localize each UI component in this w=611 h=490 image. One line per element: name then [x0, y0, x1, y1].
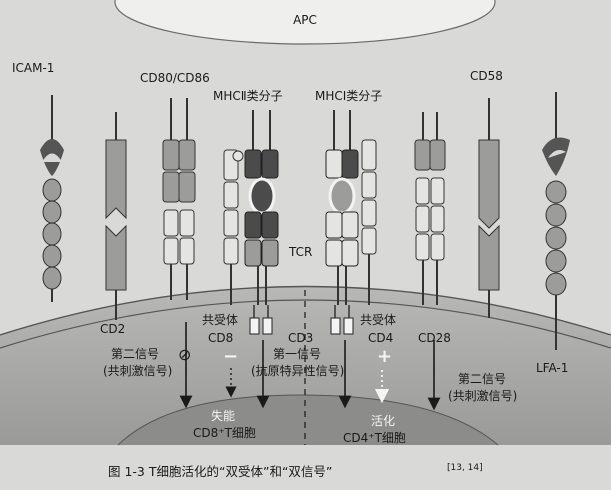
icam1-molecule [40, 95, 64, 302]
apc-label: APC [293, 13, 317, 27]
mhc1-tcr-complex [325, 110, 359, 335]
cd2-label: CD2 [100, 322, 125, 336]
cd80-cd86-molecule [162, 98, 196, 300]
t-cell [0, 285, 611, 446]
activation-label: 活化 [371, 414, 395, 428]
signal2-right-line1: 第二信号 [458, 372, 506, 386]
signal2-right-line2: (共刺激信号) [448, 389, 517, 403]
mhc2-tcr-complex [244, 110, 279, 335]
plus-symbol: + [377, 346, 392, 367]
figure-caption: 图 1-3 T细胞活化的“双受体”和“双信号” [108, 464, 332, 479]
minus-symbol: − [223, 346, 238, 367]
cd8-molecule [223, 149, 244, 305]
signal2-left-line1: 第二信号 [111, 347, 159, 361]
figure-caption-ref: [13, 14] [447, 463, 483, 473]
signal1-line1: 第一信号 [273, 347, 321, 361]
signal1-line2: (抗原特异性信号) [251, 363, 344, 378]
mhc1-label: MHCⅠ类分子 [315, 89, 382, 103]
cd4-cell-label: CD4⁺T细胞 [343, 431, 406, 445]
cd2-molecule [105, 112, 127, 320]
cd4-label: CD4 [368, 331, 393, 345]
signal2-left-line2: (共刺激信号) [103, 364, 172, 378]
mhc2-label: MHCⅡ类分子 [213, 89, 283, 103]
cd28-molecule [414, 112, 446, 305]
cd4-molecule [361, 139, 377, 305]
coreceptor-left-label: 共受体 [202, 313, 238, 327]
inhibit-symbol: ⊘ [178, 345, 191, 364]
cd3-label: CD3 [288, 331, 313, 345]
lfa1-molecule [542, 92, 570, 350]
cd58-molecule [478, 98, 500, 318]
coreceptor-right-label: 共受体 [360, 313, 396, 327]
cd8-cell-label: CD8⁺T细胞 [193, 426, 256, 440]
lfa1-label: LFA-1 [536, 361, 568, 375]
cd80-cd86-label: CD80/CD86 [140, 71, 210, 85]
anergy-label: 失能 [211, 408, 235, 423]
tcr-label: TCR [288, 245, 312, 259]
icam1-label: ICAM-1 [12, 61, 54, 75]
cd8-label: CD8 [208, 331, 233, 345]
cd58-label: CD58 [470, 69, 503, 83]
cd28-label: CD28 [418, 331, 451, 345]
apc-cell: APC [114, 0, 496, 45]
